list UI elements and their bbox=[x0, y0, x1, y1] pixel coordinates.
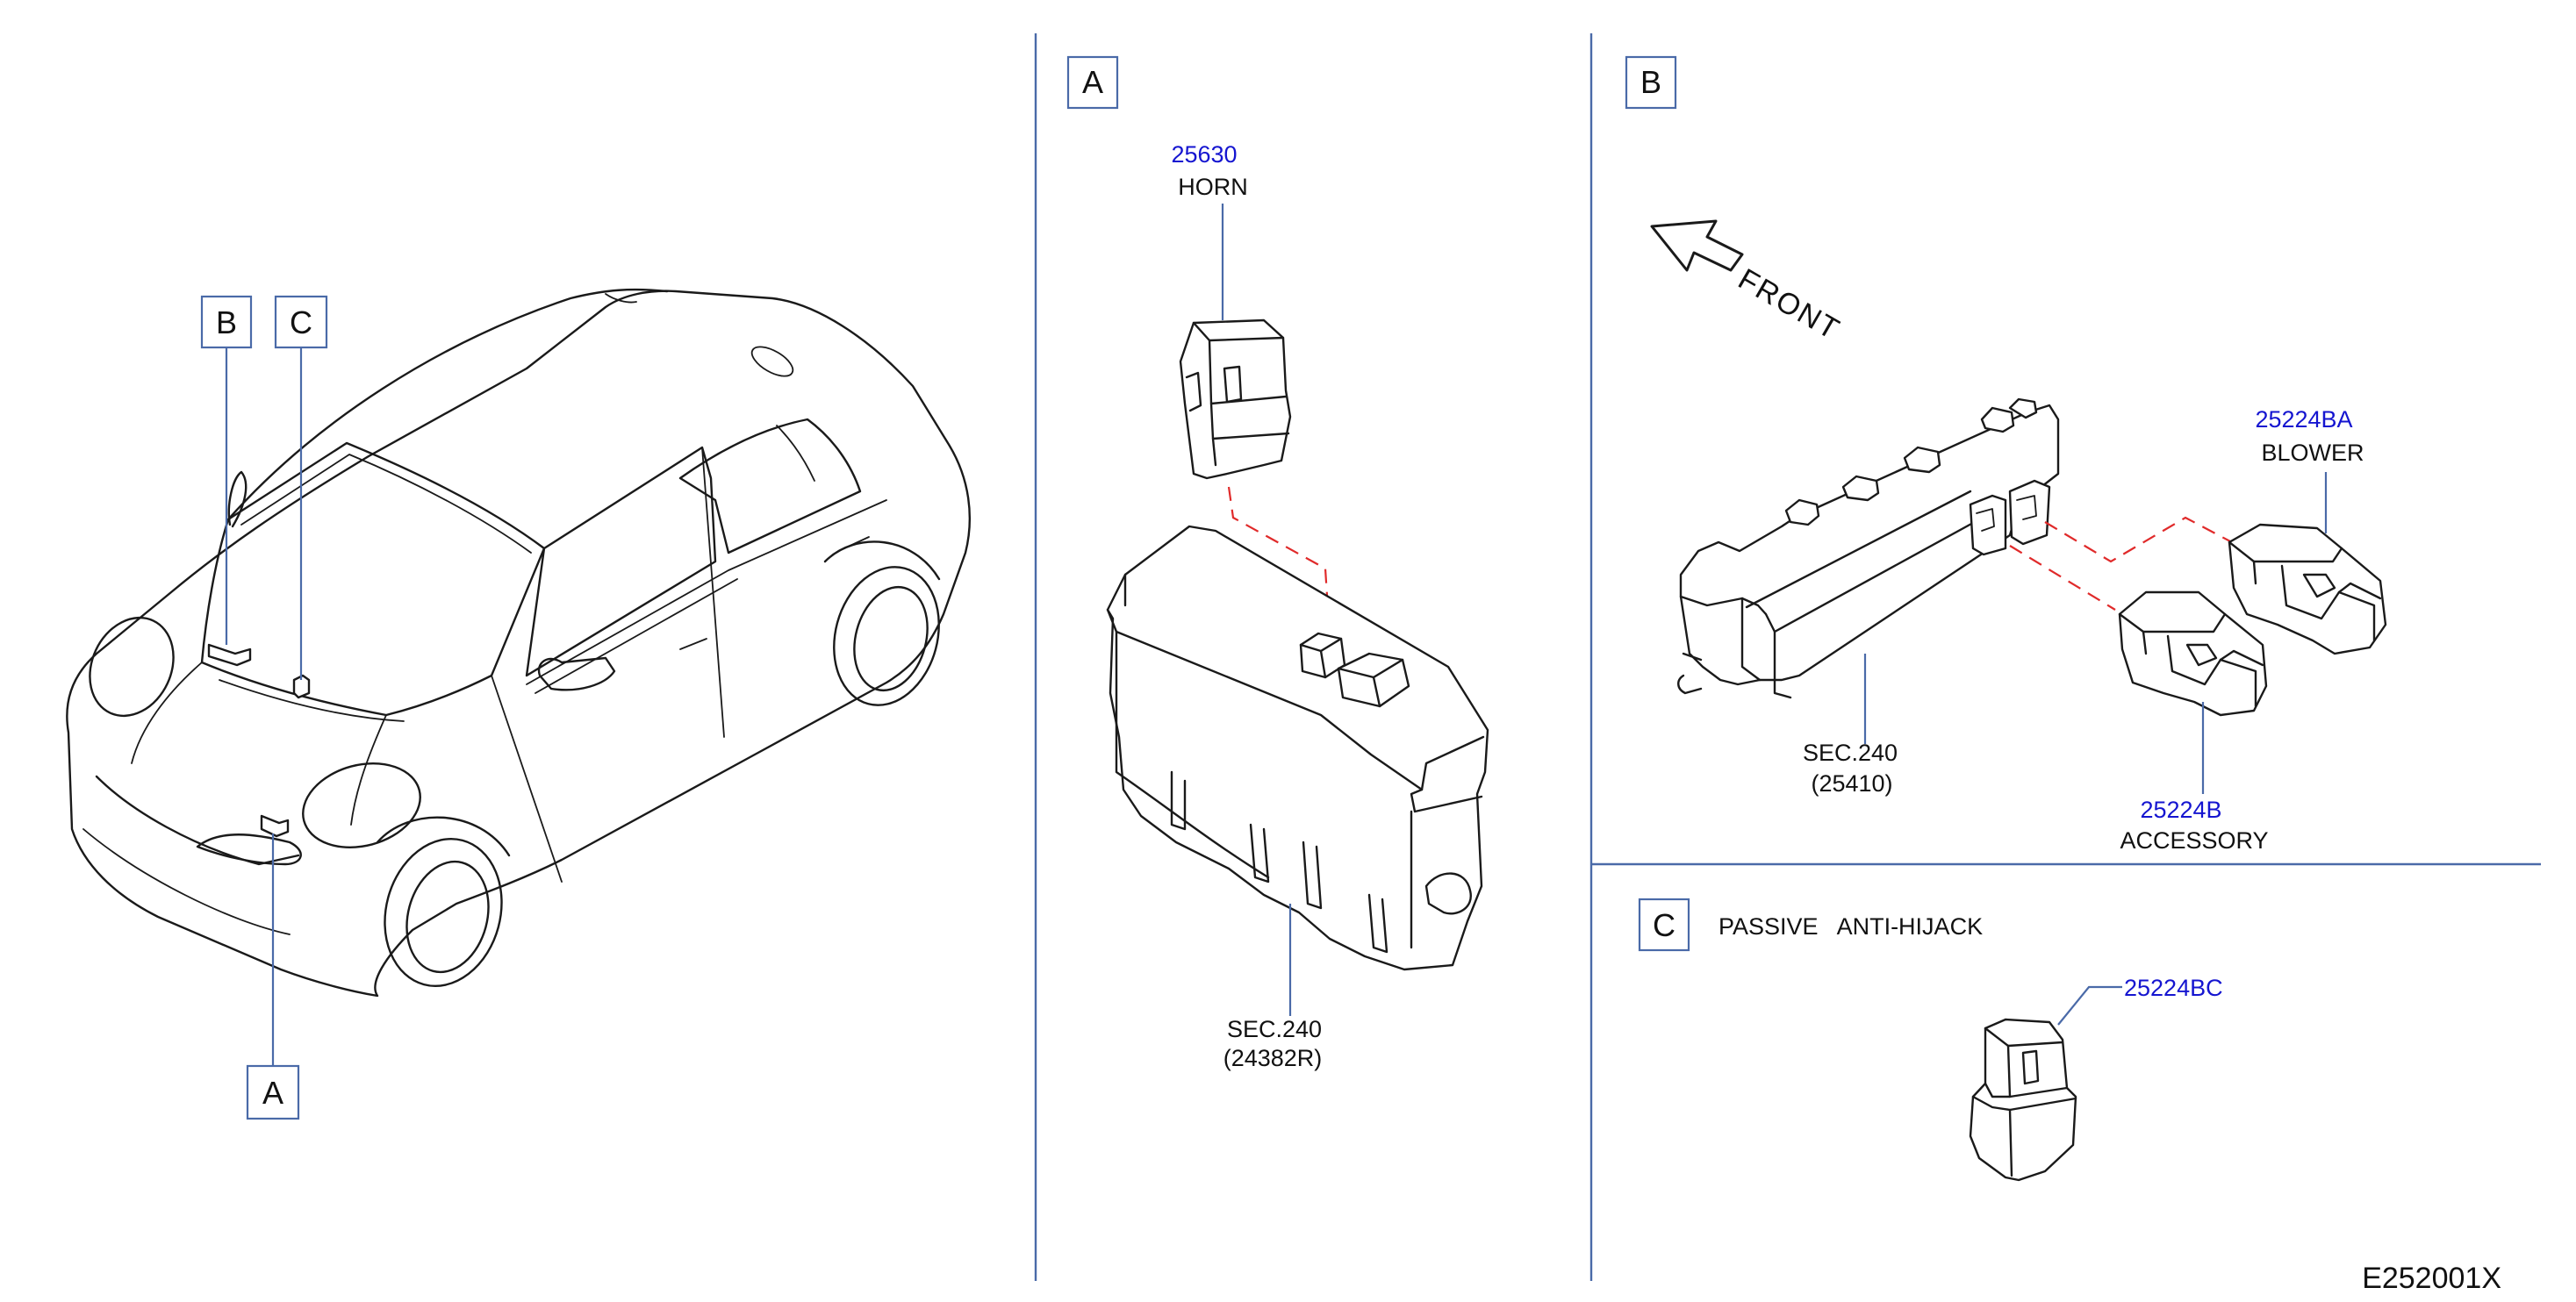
blower-name: BLOWER bbox=[2261, 440, 2364, 466]
anti-hijack-relay bbox=[1969, 1018, 2077, 1182]
callout-c-label: C bbox=[290, 304, 312, 340]
callout-c-box bbox=[274, 295, 328, 349]
fuse-box-b-ref: SEC.240 bbox=[1803, 740, 1898, 766]
accessory-name: ACCESSORY bbox=[2120, 827, 2268, 854]
callout-b-label: B bbox=[216, 304, 237, 340]
fuse-box-a-number: (24382R) bbox=[1223, 1045, 1323, 1071]
front-label: FRONT bbox=[1733, 262, 1846, 347]
callout-a-box bbox=[246, 1064, 300, 1120]
section-c-title: PASSIVE ANTI-HIJACK bbox=[1719, 913, 1983, 940]
blower-dash-connector bbox=[2044, 516, 2261, 563]
section-a-label: A bbox=[1082, 64, 1103, 100]
blower-part-number: 25224BA bbox=[2255, 406, 2352, 433]
section-a-box bbox=[1066, 55, 1119, 110]
anti-hijack-part-number: 25224BC bbox=[2124, 975, 2223, 1001]
accessory-relay bbox=[2118, 590, 2268, 717]
diagram-code: E252001X bbox=[2362, 1262, 2501, 1295]
horn-part-number: 25630 bbox=[1171, 141, 1237, 168]
blower-relay bbox=[2228, 523, 2387, 655]
callout-a-label: A bbox=[262, 1075, 283, 1111]
accessory-part-number: 25224B bbox=[2140, 797, 2221, 823]
callout-b-box bbox=[200, 295, 253, 349]
fuse-box-24382r bbox=[1106, 525, 1489, 971]
front-arrow-icon bbox=[1650, 219, 1744, 272]
accessory-dash-connector bbox=[2009, 545, 2116, 611]
section-b-label: B bbox=[1640, 64, 1661, 100]
fuse-box-a-ref: SEC.240 bbox=[1227, 1016, 1322, 1042]
car-overview bbox=[66, 288, 972, 998]
anti-hijack-leader bbox=[2057, 985, 2122, 1026]
section-b-box bbox=[1625, 55, 1677, 110]
fuse-box-25410 bbox=[1677, 397, 2060, 699]
fuse-box-b-number: (25410) bbox=[1811, 770, 1892, 797]
section-c-label: C bbox=[1653, 907, 1675, 943]
horn-relay bbox=[1179, 318, 1292, 480]
horn-name: HORN bbox=[1178, 174, 1248, 200]
section-c-box bbox=[1638, 898, 1690, 952]
